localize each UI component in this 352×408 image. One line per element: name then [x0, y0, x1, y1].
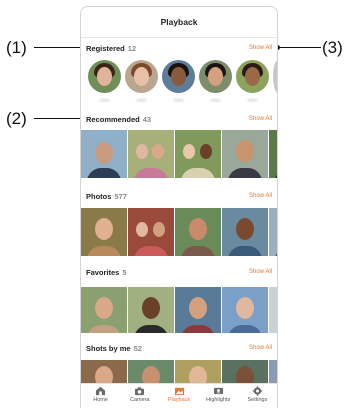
avatar[interactable]	[273, 60, 277, 93]
section-title: Recommended	[86, 114, 140, 124]
tab-label: Home	[93, 397, 108, 403]
show-all-link[interactable]: Show All	[248, 45, 272, 51]
avatar[interactable]	[162, 60, 195, 93]
photo-thumbnail[interactable]	[269, 208, 277, 256]
section-count: 12	[127, 43, 137, 53]
show-all-link[interactable]: Show All	[248, 193, 272, 199]
tab-camera[interactable]: Camera	[120, 384, 159, 408]
shots-thumbnails	[81, 360, 277, 390]
photo-thumbnail[interactable]	[175, 287, 221, 333]
callout-2-leader	[34, 118, 81, 119]
photo-thumbnail[interactable]	[222, 208, 268, 256]
bottom-tab-bar: Home Camera Playback Highlights Settings	[81, 383, 277, 408]
playback-icon	[174, 387, 184, 396]
tab-highlights[interactable]: Highlights	[199, 384, 238, 408]
photo-thumbnail[interactable]	[128, 130, 174, 178]
show-all-link[interactable]: Show All	[248, 269, 272, 275]
photo-thumbnail[interactable]	[269, 287, 277, 333]
photo-thumbnail[interactable]	[175, 130, 221, 178]
callout-3: (3)	[322, 38, 343, 57]
tab-home[interactable]: Home	[81, 384, 120, 408]
tab-label: Settings	[247, 397, 268, 403]
person-name: •••••	[173, 98, 184, 104]
registered-avatar-row	[81, 60, 277, 94]
tab-playback[interactable]: Playback	[159, 384, 198, 408]
section-count: 5	[122, 267, 127, 277]
photo-thumbnail[interactable]	[222, 130, 268, 178]
show-all-link[interactable]: Show All	[248, 116, 272, 122]
favorites-thumbnails	[81, 287, 277, 333]
recommended-thumbnails	[81, 130, 277, 178]
section-count: 577	[114, 191, 127, 201]
person-name: •••••	[247, 98, 258, 104]
photo-thumbnail[interactable]	[128, 208, 174, 256]
photo-thumbnail[interactable]	[269, 130, 277, 178]
avatar[interactable]	[236, 60, 269, 93]
callout-3-leader	[277, 47, 321, 48]
photo-thumbnail[interactable]	[128, 287, 174, 333]
photo-thumbnail[interactable]	[81, 287, 127, 333]
avatar[interactable]	[88, 60, 121, 93]
person-name: •••••	[210, 98, 221, 104]
registered-names: ••••• ••••• ••••• ••••• •••••	[81, 98, 277, 104]
person-name: •••••	[136, 98, 147, 104]
page-title: Playback	[160, 17, 198, 27]
photo-thumbnail[interactable]	[81, 208, 127, 256]
photo-thumbnail[interactable]	[269, 360, 277, 390]
avatar[interactable]	[125, 60, 158, 93]
photo-thumbnail[interactable]	[175, 208, 221, 256]
tab-label: Highlights	[206, 397, 231, 403]
callout-1-leader	[34, 47, 81, 48]
section-title: Shots by me	[86, 343, 131, 353]
section-count: 43	[142, 114, 152, 124]
avatar[interactable]	[199, 60, 232, 93]
photos-thumbnails	[81, 208, 277, 256]
photo-thumbnail[interactable]	[222, 287, 268, 333]
tab-label: Playback	[167, 397, 191, 403]
section-title: Photos	[86, 191, 112, 201]
section-title: Registered	[86, 43, 125, 53]
section-title: Favorites	[86, 267, 120, 277]
home-icon	[96, 386, 106, 396]
photo-thumbnail[interactable]	[81, 130, 127, 178]
tab-settings[interactable]: Settings	[238, 384, 277, 408]
callout-1: (1)	[6, 38, 27, 57]
show-all-link[interactable]: Show All	[248, 345, 272, 351]
section-count: 52	[133, 343, 142, 353]
highlights-icon	[213, 387, 223, 395]
tab-label: Camera	[130, 397, 150, 403]
callout-2: (2)	[6, 109, 27, 128]
person-name: •••••	[99, 98, 110, 104]
settings-icon	[252, 386, 263, 396]
header-bar: Playback	[81, 7, 277, 38]
camera-icon	[135, 387, 145, 396]
